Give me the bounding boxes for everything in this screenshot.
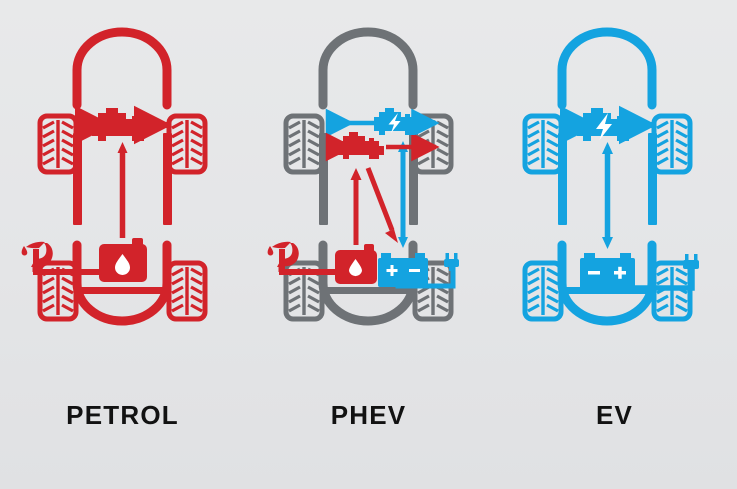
lightning-bolt-icon <box>388 113 401 133</box>
battery-plus-icon <box>614 266 626 279</box>
flow-arrow-down-battery <box>602 237 613 249</box>
rear-axle-bar <box>76 287 169 294</box>
battery-icon[interactable] <box>378 253 428 287</box>
wheel-front-right-ev[interactable] <box>651 113 693 175</box>
vehicle-body-outline-petrol <box>72 27 172 326</box>
panel-phev[interactable]: PHEV <box>246 0 491 489</box>
battery-plus-icon <box>386 265 398 276</box>
wheel-rear-right-petrol[interactable] <box>166 260 208 322</box>
battery-terminal-right <box>620 253 631 258</box>
panel-label-phev: PHEV <box>330 400 407 430</box>
fuel-droplet-icon <box>115 254 130 275</box>
phev-diagram <box>267 27 459 326</box>
plug-icon[interactable] <box>444 253 459 271</box>
wheel-front-left-ev[interactable] <box>522 113 564 175</box>
flow-arrow-up-motor <box>602 142 613 154</box>
nozzle-drip-icon <box>267 246 274 256</box>
wheel-rear-left-petrol[interactable] <box>37 260 79 322</box>
wheel-front-right-petrol[interactable] <box>166 113 208 175</box>
ev-diagram <box>522 27 699 326</box>
electric-motor-icon[interactable] <box>577 108 635 141</box>
wheel-rear-right-ev[interactable] <box>651 260 693 322</box>
electric-motor-icon[interactable] <box>374 108 420 135</box>
flow-arrow-down-battery <box>398 237 408 248</box>
panel-petrol[interactable]: PETROL <box>0 0 245 489</box>
flow-tank-to-engine-head <box>117 142 128 153</box>
panel-ev[interactable]: EV <box>492 0 737 489</box>
panel-label-petrol: PETROL <box>66 400 179 430</box>
fuel-pump-nozzle-icon[interactable] <box>21 241 53 272</box>
combustion-engine-icon[interactable] <box>338 132 384 159</box>
battery-terminal-left <box>584 253 595 258</box>
wheel-front-left-phev[interactable] <box>283 113 325 175</box>
flow-engine-to-battery-head <box>385 229 398 243</box>
nozzle-drip-icon <box>21 246 28 256</box>
battery-terminal-right <box>415 253 425 258</box>
fuel-tank-icon[interactable] <box>335 244 377 284</box>
battery-icon[interactable] <box>580 253 635 289</box>
fuel-pump-nozzle-icon[interactable] <box>267 241 299 272</box>
plug-icon[interactable] <box>683 254 699 273</box>
battery-body <box>580 258 635 289</box>
wheel-front-left-petrol[interactable] <box>37 113 79 175</box>
combustion-engine-icon[interactable] <box>92 108 150 141</box>
fuel-tank-icon[interactable] <box>99 238 147 282</box>
rear-axle-bar <box>322 287 415 294</box>
petrol-diagram <box>21 27 208 326</box>
lightning-bolt-icon <box>596 113 612 140</box>
flow-tank-to-engine-head <box>350 168 362 180</box>
battery-minus-icon <box>409 269 420 272</box>
panel-label-ev: EV <box>595 400 634 430</box>
battery-minus-icon <box>588 271 600 275</box>
battery-terminal-left <box>381 253 391 258</box>
flow-engine-to-battery <box>365 167 395 231</box>
fuel-droplet-icon <box>349 259 362 277</box>
wheel-rear-left-ev[interactable] <box>522 260 564 322</box>
battery-body <box>378 258 428 287</box>
